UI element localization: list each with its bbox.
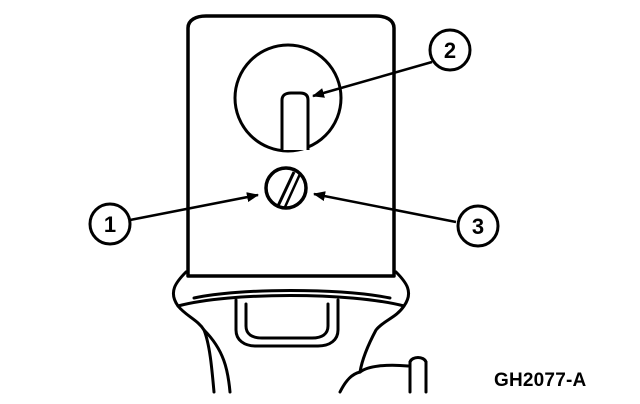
indicator-pointer bbox=[280, 91, 310, 150]
callout-2: 2 bbox=[428, 28, 472, 72]
adjustment-screw-icon bbox=[264, 166, 308, 210]
callout-1-number: 1 bbox=[104, 212, 116, 237]
callout-1: 1 bbox=[88, 202, 132, 246]
leader-arrows bbox=[129, 60, 457, 224]
callout-3: 3 bbox=[456, 204, 500, 248]
lower-housing bbox=[172, 270, 428, 394]
callout-2-number: 2 bbox=[444, 38, 456, 63]
figure-id-label: GH2077-A bbox=[494, 370, 587, 391]
callout-3-number: 3 bbox=[472, 214, 484, 239]
